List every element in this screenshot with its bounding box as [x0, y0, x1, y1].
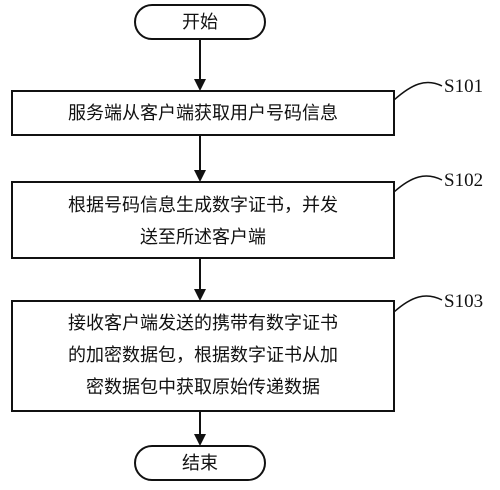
step-s102: 根据号码信息生成数字证书，并发 送至所述客户端 S102: [11, 170, 483, 259]
arrow-s103-to-end: [194, 411, 206, 446]
step-s101-text-line-1: 服务端从客户端获取用户号码信息: [68, 103, 338, 124]
step-s103: 接收客户端发送的携带有数字证书 的加密数据包，根据数字证书从加 密数据包中获取原…: [11, 291, 483, 412]
step-s103-text-line-3: 密数据包中获取原始传递数据: [86, 377, 320, 398]
step-s101-box: [11, 90, 395, 136]
step-s102-leader-line: [393, 175, 443, 193]
step-s101-label: S101: [444, 76, 483, 97]
step-s103-label: S103: [444, 291, 483, 312]
step-s102-text-line-1: 根据号码信息生成数字证书，并发: [68, 195, 338, 216]
arrow-s102-to-s103: [194, 258, 206, 301]
step-s103-box: [11, 300, 395, 412]
step-s103-text-line-2: 的加密数据包，根据数字证书从加: [68, 345, 338, 366]
step-s102-box: [11, 181, 395, 259]
step-s102-label: S102: [444, 170, 483, 191]
step-s101-leader-line: [393, 81, 443, 101]
start-terminal: 开始: [134, 4, 266, 40]
end-terminal: 结束: [134, 445, 266, 481]
start-terminal-label: 开始: [182, 12, 218, 33]
step-s102-text-line-2: 送至所述客户端: [140, 227, 266, 248]
end-terminal-shape: [134, 445, 266, 481]
arrow-start-to-s101: [194, 39, 206, 91]
step-s103-text-line-1: 接收客户端发送的携带有数字证书: [68, 313, 338, 334]
step-s101: 服务端从客户端获取用户号码信息 S101: [11, 76, 483, 136]
arrow-s101-to-s102: [194, 135, 206, 182]
end-terminal-label: 结束: [182, 453, 218, 474]
step-s103-leader-line: [393, 295, 443, 313]
